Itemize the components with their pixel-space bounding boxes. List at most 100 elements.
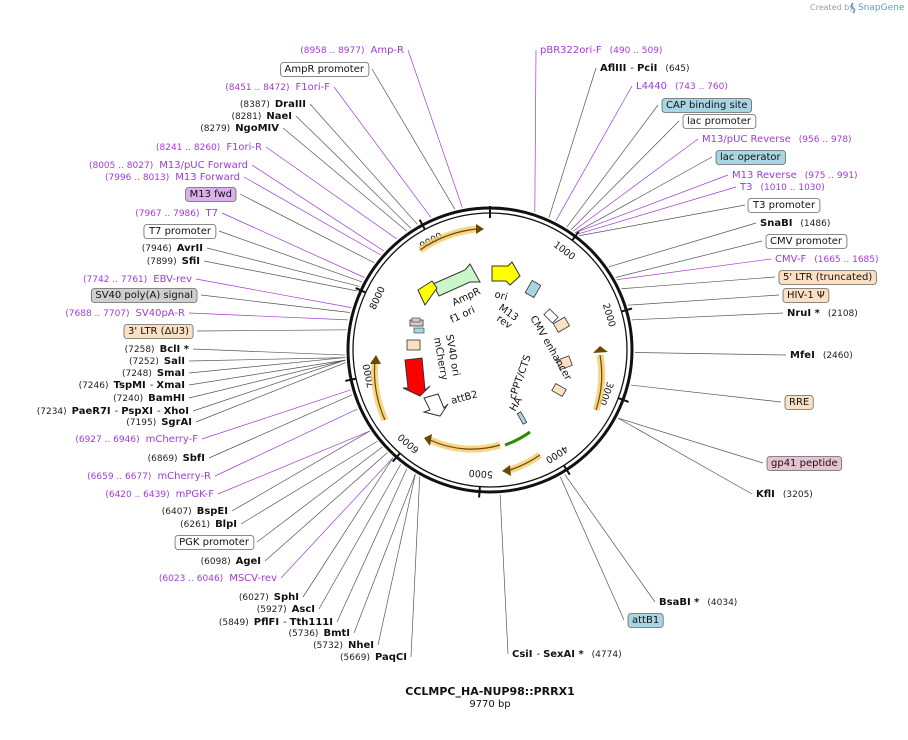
map-label-8: (7996 .. 8013)M13 Forward xyxy=(105,172,240,183)
lac-box xyxy=(524,279,542,299)
plasmid-title: CCLMPC_HA-NUP98::PRRX1 xyxy=(405,685,574,698)
inner-cppt-label: cPPT/CTS xyxy=(507,354,533,401)
feature-box xyxy=(123,324,194,339)
cppt-box xyxy=(551,382,567,398)
enzyme-label: (5927)AscI xyxy=(257,604,315,615)
mcherry-arrow xyxy=(402,357,431,397)
primer-label: (6420 .. 6439)mPGK-F xyxy=(105,489,214,500)
feature-label: PGK promoter xyxy=(179,537,250,548)
ltr3-box xyxy=(406,339,421,351)
enzyme-label: (6407)BspEI xyxy=(162,506,228,517)
map-label-16: (7688 .. 7707)SV40pA-R xyxy=(65,308,185,319)
map-label-0: (8958 .. 8977)Amp-R xyxy=(300,45,404,56)
map-label-48: T3(1010 .. 1030) xyxy=(739,182,825,193)
leader-line xyxy=(256,446,383,543)
map-label-6: (8241 .. 8260)F1ori-R xyxy=(156,142,262,153)
map-label-45: M13/pUC Reverse(956 .. 978) xyxy=(702,134,852,145)
tick-mark xyxy=(391,452,401,463)
tick-mark xyxy=(562,464,571,476)
feature-label: attB1 xyxy=(632,615,659,626)
leader-line xyxy=(579,204,746,237)
map-label-4: (8281)NaeI xyxy=(231,111,292,122)
map-label-61: attB1 xyxy=(627,613,664,628)
map-label-41: AflIII-PciI(645) xyxy=(600,63,690,74)
map-label-23: (7234)PaeR7I-PspXI-XhoI xyxy=(37,406,189,417)
map-label-35: (5927)AscI xyxy=(257,604,315,615)
inner-ori-label: ori xyxy=(493,289,508,303)
leader-line xyxy=(243,176,381,256)
leader-line xyxy=(616,258,772,281)
tick-mark xyxy=(355,287,367,294)
leader-lines xyxy=(188,49,787,658)
leader-line xyxy=(631,312,784,321)
feature-label: 3' LTR (ΔU3) xyxy=(128,326,189,337)
leader-line xyxy=(206,247,360,287)
rre-box xyxy=(556,355,573,371)
leader-line xyxy=(377,474,416,646)
map-label-62: CsiI-SexAI *(4774) xyxy=(512,649,622,660)
map-label-44: lac promoter xyxy=(682,114,757,129)
tick-label: 2000 xyxy=(600,302,617,328)
map-label-26: (6869)SbfI xyxy=(148,453,205,464)
map-label-13: (7899)SfiI xyxy=(147,256,200,267)
map-label-2: (8451 .. 8472)F1ori-F xyxy=(225,82,330,93)
leader-line xyxy=(218,230,363,283)
leader-line xyxy=(282,127,408,232)
map-label-18: (7258)BclI * xyxy=(125,344,190,355)
attb2-arrow xyxy=(422,393,449,417)
map-label-22: (7240)BamHI xyxy=(113,393,185,404)
primer-label: (8241 .. 8260)F1ori-R xyxy=(156,142,262,153)
map-label-42: L4440(743 .. 760) xyxy=(636,81,728,92)
primer-label: CMV-F(1665 .. 1685) xyxy=(775,254,879,265)
map-label-57: RRE xyxy=(784,395,814,410)
leader-line xyxy=(353,474,416,634)
leader-line xyxy=(188,359,346,386)
feature-shapes xyxy=(402,261,573,425)
enzyme-label: (5732)NheI xyxy=(313,640,374,651)
snapgene-brand: SnapGene xyxy=(858,3,905,13)
map-label-56: MfeI(2460) xyxy=(790,350,853,361)
map-label-7: (8005 .. 8027)M13/pUC Forward xyxy=(89,160,248,171)
map-label-52: CMV-F(1665 .. 1685) xyxy=(775,254,879,265)
leader-line xyxy=(333,86,432,218)
enzyme-label: (7946)AvrII xyxy=(142,243,203,254)
map-label-30: (6261)BlpI xyxy=(180,519,237,530)
ampr-arrow xyxy=(432,263,481,297)
leader-line xyxy=(564,474,656,603)
map-label-36: (5849)PflFI-Tth111I xyxy=(219,617,333,628)
leader-line xyxy=(280,457,394,579)
map-label-46: lac operator xyxy=(715,150,786,165)
leader-line xyxy=(302,457,394,598)
enzyme-label: (7258)BclI * xyxy=(125,344,190,355)
enzyme-label: (5669)PaqCI xyxy=(340,652,407,663)
map-label-10: (7967 .. 7986)T7 xyxy=(135,208,218,219)
tick-label: 6000 xyxy=(396,431,421,455)
feature-box xyxy=(185,187,237,202)
feature-label: M13 fwd xyxy=(190,189,232,200)
map-label-33: (6023 .. 6046)MSCV-rev xyxy=(159,573,277,584)
map-label-17: 3' LTR (ΔU3) xyxy=(123,324,194,339)
leader-line xyxy=(196,329,347,332)
leader-line xyxy=(188,357,346,374)
primer-label: M13/pUC Reverse(956 .. 978) xyxy=(702,134,852,145)
leader-line xyxy=(410,476,421,658)
tick-label: 8000 xyxy=(368,285,388,312)
snapgene-logo-icon xyxy=(850,2,856,14)
map-label-60: BsaBI *(4034) xyxy=(659,597,737,608)
map-label-31: PGK promoter xyxy=(174,535,255,550)
tick-label: 4000 xyxy=(543,443,569,465)
leader-line xyxy=(201,389,351,440)
enzyme-label: MfeI(2460) xyxy=(790,350,853,361)
leader-line xyxy=(617,417,764,464)
tick-mark xyxy=(478,486,481,498)
leader-line xyxy=(627,294,780,306)
enzyme-label: (8281)NaeI xyxy=(231,111,292,122)
leader-line xyxy=(534,49,537,213)
map-label-59: KflI(3205) xyxy=(756,489,813,500)
primer-label: (7996 .. 8013)M13 Forward xyxy=(105,172,240,183)
leader-line xyxy=(240,440,378,525)
leader-line xyxy=(192,359,346,412)
primer-label: T3(1010 .. 1030) xyxy=(739,182,825,193)
map-label-38: (5732)NheI xyxy=(313,640,374,651)
feature-label: lac operator xyxy=(720,152,781,163)
